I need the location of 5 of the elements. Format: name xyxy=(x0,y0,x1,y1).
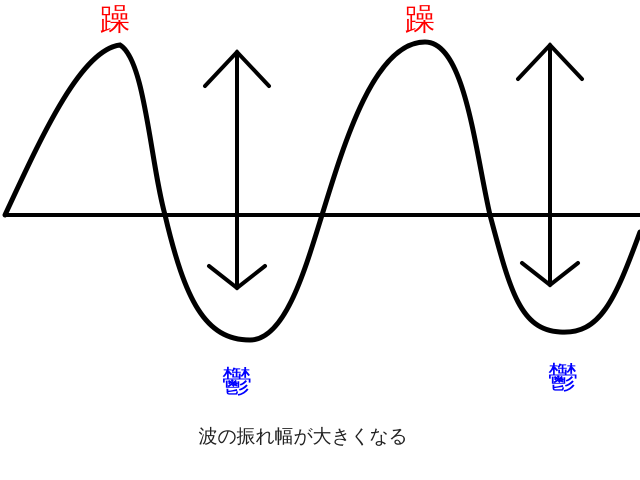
depression-label: 鬱 xyxy=(548,362,578,394)
mania-label: 躁 xyxy=(405,4,435,36)
mania-label: 躁 xyxy=(100,4,130,36)
caption-text: 波の振れ幅が大きくなる xyxy=(198,426,408,448)
depression-label: 鬱 xyxy=(222,366,252,398)
